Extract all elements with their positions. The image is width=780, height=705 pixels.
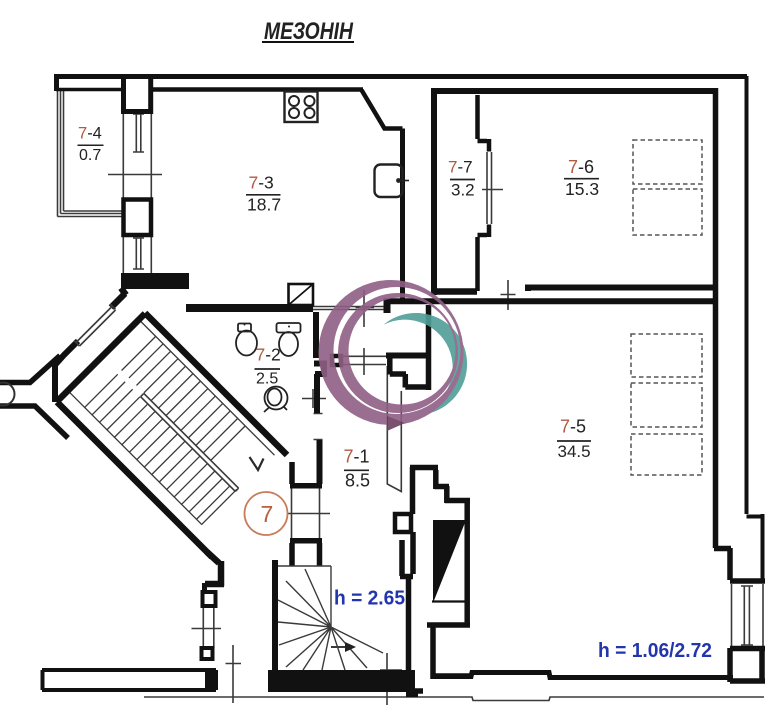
svg-text:7-5: 7-5	[560, 417, 586, 437]
svg-text:7-1: 7-1	[344, 447, 370, 467]
svg-text:7-7: 7-7	[448, 157, 473, 176]
svg-text:3.2: 3.2	[451, 180, 475, 199]
svg-text:МЕЗОНІН: МЕЗОНІН	[264, 18, 354, 45]
svg-text:34.5: 34.5	[558, 442, 591, 461]
svg-text:8.5: 8.5	[345, 471, 370, 491]
svg-text:2.5: 2.5	[256, 371, 278, 388]
svg-text:h = 1.06/2.72: h = 1.06/2.72	[598, 640, 712, 662]
svg-text:15.3: 15.3	[565, 179, 599, 199]
svg-text:7-3: 7-3	[249, 172, 274, 192]
svg-text:7-6: 7-6	[568, 157, 594, 177]
svg-text:7-4: 7-4	[78, 124, 102, 142]
svg-text:h = 2.65: h = 2.65	[334, 588, 405, 610]
svg-text:7-2: 7-2	[256, 345, 281, 365]
svg-text:18.7: 18.7	[247, 194, 281, 214]
svg-text:7: 7	[261, 501, 274, 527]
svg-text:0.7: 0.7	[79, 147, 101, 164]
